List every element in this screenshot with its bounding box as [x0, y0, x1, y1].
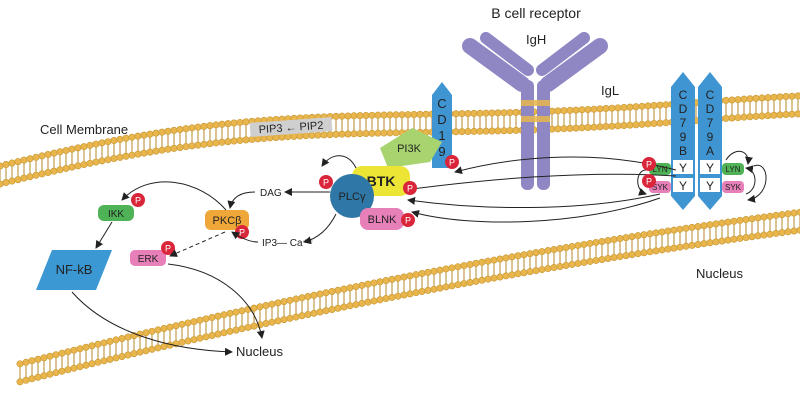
itam-tyrosine: Y	[706, 161, 714, 175]
lyn-label: LYN	[653, 165, 668, 174]
phospho-label: P	[239, 228, 245, 238]
cd79a-letter: 9	[707, 130, 714, 144]
phospho-label: P	[646, 160, 652, 170]
cd79b-letter: 9	[680, 130, 687, 144]
cd19-letter: D	[437, 112, 446, 127]
blnk-protein	[360, 208, 404, 230]
cd19-letter: 1	[438, 128, 445, 143]
cell-membrane-label: Cell Membrane	[40, 122, 128, 137]
btk-label: BTK	[367, 173, 396, 189]
phospho-label: P	[407, 184, 413, 194]
phosphorylation-marker: P	[131, 193, 145, 207]
pkcb-protein: PKCβ	[205, 210, 249, 230]
phosphorylation-marker: P	[319, 175, 333, 189]
itam-tyrosine: Y	[679, 161, 687, 175]
nfkb-to-nucleus-arrow	[71, 291, 233, 356]
pkcb-to-ikk-arrow	[121, 181, 227, 211]
cd79a-chain: C D 7 9 A Y Y	[698, 72, 722, 210]
erk-to-nucleus-arrow	[167, 263, 265, 339]
pip-conversion: PIP3 ← PIP2	[249, 117, 333, 137]
cd19-chain: C D 1 9	[432, 82, 452, 168]
phospho-label: P	[135, 196, 141, 206]
itam-tyrosine: Y	[706, 179, 714, 193]
lyn-syk-loop-arrow	[637, 169, 647, 196]
phosphorylation-marker: P	[235, 225, 249, 239]
ikk-to-nfkb-arrow	[95, 221, 113, 249]
cd19-letter: C	[437, 96, 446, 111]
nucleus-label-right: Nucleus	[696, 266, 743, 281]
igl-label: IgL	[601, 83, 619, 98]
cd79b-letter: C	[679, 88, 688, 102]
pkcb-label: PKCβ	[213, 215, 242, 227]
cell-membrane	[0, 92, 800, 188]
blnk-label: BLNK	[368, 214, 397, 226]
dag-to-pkcb-arrow	[227, 191, 256, 209]
phospho-label: P	[449, 158, 455, 168]
phospho-label: P	[646, 177, 652, 187]
cd79a-letter: 7	[707, 116, 714, 130]
plcg-protein	[330, 174, 374, 218]
lyn-label: LYN	[726, 165, 741, 174]
phosphorylation-marker: P	[445, 155, 459, 169]
phospho-label: P	[323, 178, 329, 188]
pip-conversion-label: PIP3 ← PIP2	[258, 120, 323, 136]
nucleus-label-bottom: Nucleus	[236, 344, 283, 359]
itam-tyrosine: Y	[679, 179, 687, 193]
b-cell-receptor-antibody	[462, 32, 608, 190]
ikk-protein: IKK	[98, 205, 134, 221]
pi3k-protein: PI3K	[380, 128, 442, 168]
cd79b-letter: D	[679, 102, 688, 116]
dag-label: DAG	[260, 188, 282, 199]
lyn-to-btk-arrow	[403, 173, 677, 194]
phosphorylation-marker: P	[403, 181, 417, 195]
pkcb-to-erk-arrow	[169, 231, 226, 257]
lyn-kinase-right: LYN	[722, 163, 744, 175]
diagram-title: B cell receptor	[491, 5, 581, 21]
phosphorylation-marker: P	[161, 241, 175, 255]
cd79a-letter: D	[706, 102, 715, 116]
phospho-label: P	[405, 216, 411, 226]
plcg-label: PLCγ	[339, 191, 366, 203]
cd79b-letter: B	[679, 144, 687, 158]
syk-kinase-right: SYK	[722, 181, 744, 193]
syk-to-btk-arrow	[407, 193, 661, 209]
nuclear-membrane	[16, 208, 800, 386]
phosphorylation-marker: P	[642, 157, 656, 171]
lyn-activation-arrow	[725, 150, 753, 165]
cd79b-chain: C D 7 9 B Y Y	[671, 72, 695, 210]
syk-activation-arrow	[747, 164, 767, 203]
lyn-syk-loop-arrow	[745, 165, 756, 195]
igh-label: IgH	[526, 32, 546, 47]
cd79a-letter: A	[706, 144, 714, 158]
syk-label: SYK	[725, 183, 742, 192]
erk-label: ERK	[138, 254, 159, 265]
ip3-ca-label: IP3— Ca⁺⁺	[262, 238, 313, 249]
cd79b-letter: 7	[680, 116, 687, 130]
erk-protein: ERK	[130, 250, 166, 266]
nfkb-protein: NF-kB	[36, 250, 112, 290]
phosphorylation-marker: P	[642, 174, 656, 188]
btk-to-plcg-arrow	[321, 155, 357, 169]
plcg-to-ip3-arrow	[303, 213, 337, 245]
phospho-label: P	[165, 244, 171, 254]
btk-complex: BTK PLCγ BLNK	[330, 166, 410, 230]
syk-to-blnk-arrow	[411, 197, 661, 223]
nfkb-label: NF-kB	[56, 262, 93, 277]
pi3k-label: PI3K	[397, 143, 422, 155]
ikk-label: IKK	[108, 209, 124, 220]
cd79a-letter: C	[706, 88, 715, 102]
cd19-letter: 9	[438, 144, 445, 159]
phosphorylation-marker: P	[401, 213, 415, 227]
syk-label: SYK	[652, 183, 669, 192]
ip3-to-pkcb-arrow	[231, 231, 259, 243]
